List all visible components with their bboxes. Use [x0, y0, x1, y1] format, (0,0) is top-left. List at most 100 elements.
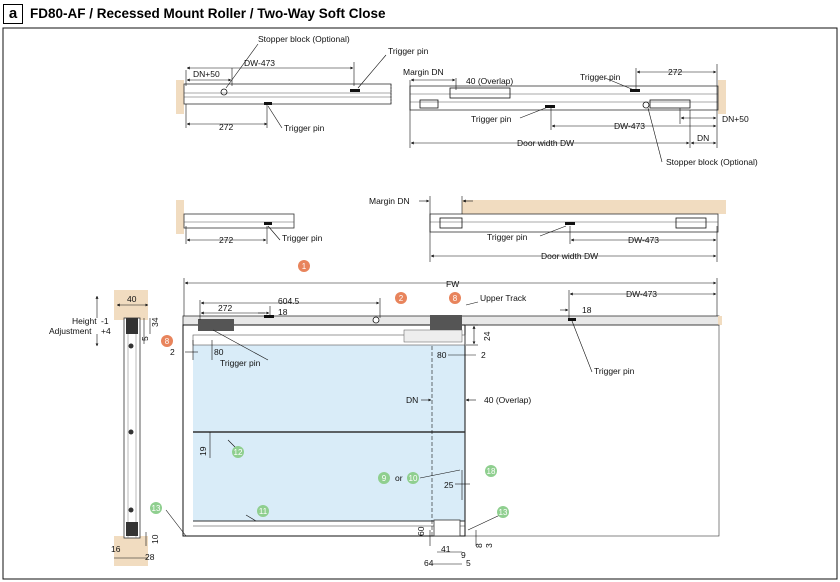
trigger-pin — [264, 102, 272, 105]
dim-18: 18 — [278, 307, 288, 317]
svg-text:18: 18 — [487, 467, 496, 476]
roller-section — [126, 318, 138, 334]
dim-dn: DN — [697, 133, 709, 143]
dim-34: 34 — [150, 317, 160, 327]
callout-8: 8 — [449, 292, 461, 304]
roller — [649, 99, 691, 109]
label-plus-4: +4 — [101, 326, 111, 336]
label-stopper-block: Stopper block (Optional) — [258, 34, 350, 44]
damper — [449, 87, 511, 99]
dim-24: 24 — [482, 331, 492, 341]
callout-18: 18 — [485, 465, 497, 477]
svg-text:11: 11 — [259, 507, 268, 516]
trigger-pin — [565, 222, 575, 225]
top-left-diagram: Stopper block (Optional) Trigger pin DN+… — [176, 34, 429, 133]
label-trigger-pin: Trigger pin — [487, 232, 528, 242]
figure-badge: a — [3, 4, 23, 24]
dim-272: 272 — [668, 67, 682, 77]
callout-12: 12 — [232, 446, 244, 458]
svg-text:9: 9 — [382, 474, 387, 483]
dim-40: 40 — [127, 294, 137, 304]
dim-2: 2 — [170, 347, 175, 357]
wall-wood — [176, 80, 184, 114]
top-right-diagram: Margin DN 40 (Overlap) Trigger pin 272 T… — [403, 64, 758, 167]
label-adjustment: Adjustment — [49, 326, 92, 336]
callout-9: 9 — [378, 472, 390, 484]
label-height: Height — [72, 316, 97, 326]
dim-2: 2 — [481, 350, 486, 360]
svg-text:2: 2 — [399, 294, 404, 303]
label-trigger-pin: Trigger pin — [220, 358, 261, 368]
label-trigger-pin: Trigger pin — [471, 114, 512, 124]
label-trigger-pin: Trigger pin — [594, 366, 635, 376]
callout-8: 8 — [161, 335, 173, 347]
label-trigger-pin: Trigger pin — [388, 46, 429, 56]
roller — [675, 217, 707, 229]
svg-text:13: 13 — [499, 508, 508, 517]
glass-panel — [193, 345, 465, 521]
dim-overlap-40: 40 (Overlap) — [466, 76, 513, 86]
wall-wood — [462, 200, 726, 214]
dim-door-width: Door width DW — [517, 138, 574, 148]
track-body — [183, 213, 295, 229]
callout-10: 10 — [407, 472, 419, 484]
floor-guide — [433, 519, 461, 537]
dim-5: 5 — [466, 558, 471, 568]
middle-diagram: 272 Trigger pin Margin DN Trigger pin DW… — [176, 196, 726, 262]
figure-title: FD80-AF / Recessed Mount Roller / Two-Wa… — [30, 6, 386, 21]
svg-text:8: 8 — [453, 294, 458, 303]
roller-left — [198, 319, 234, 331]
callout-13: 13 — [150, 502, 162, 514]
dim-80: 80 — [214, 347, 224, 357]
callout-2: 2 — [395, 292, 407, 304]
figure-header: a FD80-AF / Recessed Mount Roller / Two-… — [0, 0, 840, 28]
callout-11: 11 — [257, 505, 269, 517]
dim-door-width: Door width DW — [541, 251, 598, 261]
trigger-pin — [630, 89, 640, 92]
trigger-pin — [264, 315, 274, 318]
dim-8: 8 — [474, 543, 484, 548]
label-upper-track: Upper Track — [480, 293, 527, 303]
roller — [419, 99, 439, 109]
trigger-pin — [568, 318, 576, 321]
stopper-block — [642, 101, 650, 109]
stopper-block — [372, 316, 380, 324]
callout-1: 1 — [298, 260, 310, 272]
svg-text:1: 1 — [302, 262, 307, 271]
svg-text:10: 10 — [409, 474, 418, 483]
callout-13: 13 — [497, 506, 509, 518]
dim-272: 272 — [219, 122, 233, 132]
dim-272: 272 — [219, 235, 233, 245]
dim-25: 25 — [444, 480, 454, 490]
label-trigger-pin: Trigger pin — [282, 233, 323, 243]
dim-9: 9 — [461, 550, 466, 560]
wall-wood — [718, 80, 726, 114]
dim-16: 16 — [111, 544, 121, 554]
label-margin-dn: Margin DN — [403, 67, 444, 77]
dim-dn-plus-50: DN+50 — [722, 114, 749, 124]
roller-right — [430, 315, 462, 331]
dim-dw-473: DW-473 — [244, 58, 275, 68]
dim-dn: DN — [406, 395, 418, 405]
trigger-pin — [545, 105, 555, 108]
damper-unit — [403, 329, 463, 343]
dim-64: 64 — [424, 558, 434, 568]
dim-80: 80 — [437, 350, 447, 360]
svg-text:12: 12 — [234, 448, 243, 457]
svg-text:8: 8 — [165, 337, 170, 346]
dim-dw-473: DW-473 — [614, 121, 645, 131]
dim-60: 60 — [416, 526, 426, 536]
label-trigger-pin: Trigger pin — [580, 72, 621, 82]
door-section — [123, 317, 141, 539]
door-frame — [182, 324, 466, 537]
dim-5: 5 — [140, 336, 150, 341]
dim-fw: FW — [446, 279, 459, 289]
dim-272: 272 — [218, 303, 232, 313]
label-minus-1: -1 — [101, 316, 109, 326]
dim-18: 18 — [582, 305, 592, 315]
stopper-block — [220, 88, 228, 96]
dim-dw-473: DW-473 — [626, 289, 657, 299]
dim-10: 10 — [150, 534, 160, 544]
dim-dn-plus-50: DN+50 — [193, 69, 220, 79]
